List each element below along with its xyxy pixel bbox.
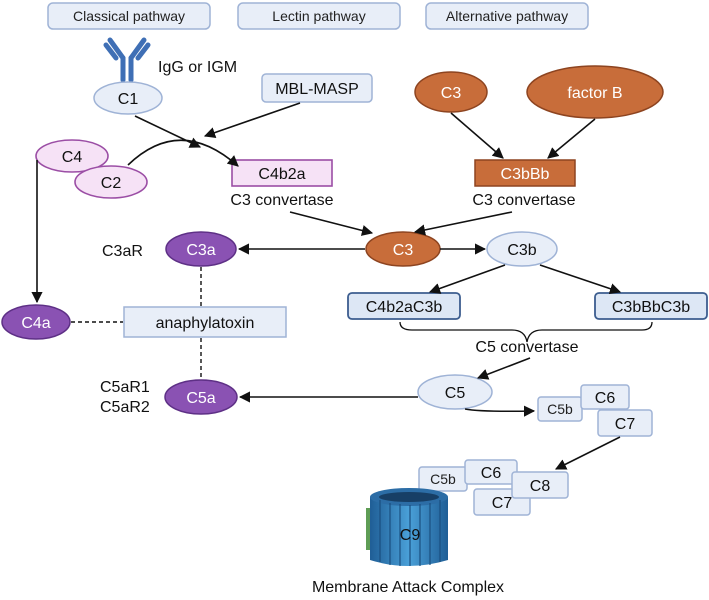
svg-text:C4b2aC3b: C4b2aC3b: [366, 299, 443, 316]
svg-text:C3b: C3b: [507, 242, 536, 259]
svg-text:C4b2a: C4b2a: [258, 166, 305, 183]
svg-text:factor B: factor B: [567, 85, 622, 102]
node-c1: C1: [93, 81, 163, 115]
svg-text:MBL-MASP: MBL-MASP: [275, 81, 359, 98]
node-c4a: C4a: [1, 304, 71, 340]
c5ar1-label: C5aR1: [100, 379, 150, 396]
c3ar-label: C3aR: [102, 243, 143, 260]
svg-text:Lectin pathway: Lectin pathway: [272, 8, 365, 24]
svg-text:C5b: C5b: [547, 401, 573, 417]
c5-convertase-brace: [399, 321, 653, 343]
svg-text:C6: C6: [595, 390, 616, 407]
node-c4b2ac3b: C4b2aC3b: [347, 292, 461, 320]
node-anaphylatoxin: anaphylatoxin: [123, 306, 287, 338]
complex-c5b-c6-c7: C5b C6 C7: [537, 384, 653, 437]
svg-text:C3a: C3a: [186, 242, 215, 259]
svg-text:Alternative pathway: Alternative pathway: [446, 8, 568, 24]
node-c5: C5: [417, 374, 493, 410]
svg-text:C2: C2: [101, 175, 122, 192]
svg-text:C5a: C5a: [186, 390, 215, 407]
svg-text:anaphylatoxin: anaphylatoxin: [156, 315, 255, 332]
igg-label: IgG or IGM: [158, 59, 237, 76]
node-factor-b: factor B: [526, 65, 664, 119]
c5ar2-label: C5aR2: [100, 399, 150, 416]
c3-convertase-right-label: C3 convertase: [472, 192, 575, 209]
arrows: [31, 102, 622, 470]
svg-text:C4a: C4a: [21, 315, 50, 332]
node-c3-center: C3: [365, 231, 441, 267]
header-classical: Classical pathway: [47, 2, 211, 30]
svg-text:C9: C9: [400, 527, 421, 544]
svg-text:C3bBbC3b: C3bBbC3b: [612, 299, 690, 316]
mac-label: Membrane Attack Complex: [312, 579, 504, 596]
c3-convertase-left-label: C3 convertase: [230, 192, 333, 209]
node-mbl-masp: MBL-MASP: [261, 73, 373, 103]
c5-convertase-label: C5 convertase: [475, 339, 578, 356]
antibody-icon: [103, 37, 151, 83]
svg-text:C8: C8: [530, 478, 551, 495]
svg-text:Classical pathway: Classical pathway: [73, 8, 185, 24]
node-c3bbb: C3bBb: [474, 159, 576, 187]
svg-text:C3: C3: [393, 242, 414, 259]
node-c2: C2: [74, 165, 148, 199]
svg-text:C1: C1: [118, 91, 139, 108]
header-lectin: Lectin pathway: [237, 2, 401, 30]
header-alternative: Alternative pathway: [425, 2, 589, 30]
node-c3b: C3b: [486, 231, 558, 267]
svg-text:C7: C7: [492, 495, 513, 512]
node-c4: C4: [35, 139, 109, 173]
node-c3a: C3a: [165, 231, 237, 267]
svg-text:C5: C5: [445, 385, 466, 402]
svg-text:C4: C4: [62, 149, 83, 166]
node-c3-alt: C3: [414, 71, 488, 113]
node-c5a: C5a: [164, 379, 238, 415]
svg-text:C7: C7: [615, 416, 636, 433]
node-c4b2a: C4b2a: [231, 159, 333, 187]
svg-text:C6: C6: [481, 465, 502, 482]
node-c3bbbc3b: C3bBbC3b: [594, 292, 708, 320]
complex-c5b-c6-c7-c8: C5b C6 C7 C8: [418, 459, 569, 516]
svg-text:C3: C3: [441, 85, 462, 102]
svg-text:C5b: C5b: [430, 471, 456, 487]
dashed-links: [71, 267, 202, 379]
mac-pore-icon: C9: [366, 488, 448, 566]
svg-text:C3bBb: C3bBb: [501, 166, 550, 183]
